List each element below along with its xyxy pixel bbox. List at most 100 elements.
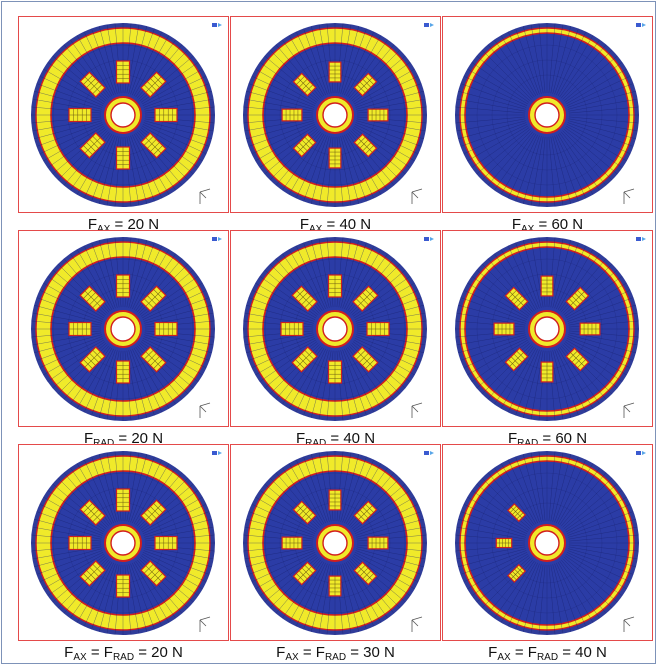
panel-caption: FAX = FRAD = 40 N: [488, 644, 607, 663]
contact-pressure-plot: [455, 23, 646, 207]
contact-pad: [328, 61, 342, 83]
contact-pad: [281, 108, 303, 122]
bore-hole: [534, 316, 560, 342]
panel-caption: FRAD = 60 N: [507, 430, 588, 449]
contact-pad: [115, 274, 131, 298]
contact-pad: [79, 132, 106, 159]
contact-pad: [140, 499, 167, 526]
contact-pad: [367, 536, 389, 550]
bore-hole: [322, 316, 348, 342]
contact-pad: [507, 503, 527, 523]
fe-panel: [230, 230, 441, 427]
contact-pad: [140, 346, 167, 373]
contact-pad: [140, 560, 167, 587]
contact-pad: [140, 71, 167, 98]
contact-pad: [327, 274, 343, 298]
contact-pad: [366, 321, 390, 337]
contact-pad: [328, 147, 342, 169]
contact-pad: [280, 321, 304, 337]
panel-caption: FAX = 40 N: [299, 216, 372, 235]
fe-panel: [442, 230, 653, 427]
contact-pad: [565, 286, 590, 311]
contact-pad: [352, 346, 379, 373]
fe-panel: [18, 230, 229, 427]
axis-triad-icon: [623, 616, 635, 632]
contact-pad: [79, 285, 106, 312]
contact-pad: [291, 285, 318, 312]
bore-hole: [534, 102, 560, 128]
axis-triad-icon: [411, 188, 423, 204]
contact-pressure-plot: [243, 23, 434, 207]
contact-pad: [79, 560, 106, 587]
contact-pad: [540, 361, 554, 383]
contact-pad: [68, 535, 92, 551]
axis-triad-icon: [623, 188, 635, 204]
contact-pad: [507, 563, 527, 583]
contact-pad: [367, 108, 389, 122]
contact-pad: [115, 488, 131, 512]
contact-pad: [291, 346, 318, 373]
contact-pad: [352, 285, 379, 312]
contact-pressure-plot: [455, 451, 646, 635]
contact-pad: [493, 322, 515, 336]
axis-triad-icon: [623, 402, 635, 418]
axis-triad-icon: [199, 188, 211, 204]
axis-triad-icon: [199, 402, 211, 418]
software-logo-icon: [424, 23, 434, 27]
contact-pad: [115, 574, 131, 598]
bore-hole: [110, 530, 136, 556]
bore-hole: [110, 316, 136, 342]
contact-pad: [565, 347, 590, 372]
contact-pad: [115, 146, 131, 170]
panel-caption: FAX = 20 N: [87, 216, 160, 235]
software-logo-icon: [212, 237, 222, 241]
software-logo-icon: [212, 23, 222, 27]
panel-caption: FAX = 60 N: [511, 216, 584, 235]
contact-pad: [154, 535, 178, 551]
contact-pad: [495, 537, 513, 549]
software-logo-icon: [636, 237, 646, 241]
contact-pad: [292, 133, 317, 158]
contact-pad: [292, 72, 317, 97]
contact-pressure-plot: [31, 451, 222, 635]
bore-hole: [322, 102, 348, 128]
contact-pad: [79, 346, 106, 373]
contact-pad: [140, 132, 167, 159]
contact-pad: [504, 347, 529, 372]
fe-panel: [18, 444, 229, 641]
panel-caption: FRAD = 40 N: [295, 430, 376, 449]
contact-pad: [79, 71, 106, 98]
contact-pad: [504, 286, 529, 311]
software-logo-icon: [636, 23, 646, 27]
panel-caption: FAX = FRAD = 20 N: [64, 644, 183, 663]
contact-pressure-plot: [243, 451, 434, 635]
software-logo-icon: [424, 451, 434, 455]
fe-panel: [18, 16, 229, 213]
fe-panel: [230, 444, 441, 641]
fe-panel: [442, 16, 653, 213]
bore-hole: [110, 102, 136, 128]
software-logo-icon: [212, 451, 222, 455]
contact-pad: [579, 322, 601, 336]
bore-hole: [534, 530, 560, 556]
bore-hole: [322, 530, 348, 556]
axis-triad-icon: [411, 402, 423, 418]
panel-caption: FRAD = 20 N: [83, 430, 164, 449]
fe-panel: [442, 444, 653, 641]
contact-pad: [68, 107, 92, 123]
contact-pad: [353, 133, 378, 158]
software-logo-icon: [636, 451, 646, 455]
panel-caption: FAX = FRAD = 30 N: [276, 644, 395, 663]
contact-pad: [353, 561, 378, 586]
contact-pressure-plot: [243, 237, 434, 421]
contact-pad: [154, 321, 178, 337]
contact-pad: [154, 107, 178, 123]
contact-pressure-plot: [31, 23, 222, 207]
contact-pad: [79, 499, 106, 526]
contact-pad: [540, 275, 554, 297]
axis-triad-icon: [199, 616, 211, 632]
contact-pad: [68, 321, 92, 337]
contact-pad: [353, 72, 378, 97]
contact-pad: [115, 360, 131, 384]
contact-pad: [292, 500, 317, 525]
